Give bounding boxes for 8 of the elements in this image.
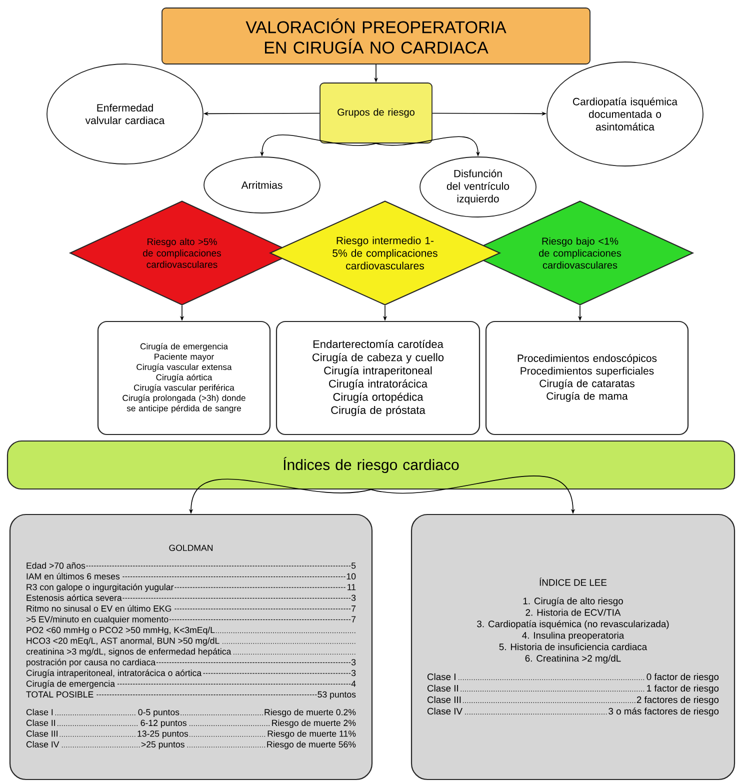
section-banner: Índices de riesgo cardiaco [6, 440, 736, 490]
procedure-box: Endarterectomía carotídea Cirugía de cabeza y cuello Cirugía intraperitoneal Cirugía intratorácica Cirugía ortopédica Cirugía de próstata [276, 320, 480, 436]
title-box: VALORACIÓN PREOPERATORIA EN CIRUGÍA NO CARDIACA [162, 8, 590, 64]
group-box: Grupos de riesgo [320, 82, 432, 144]
index-card: ÍNDICE DE LEE 1. Cirugía de alto riesgo 2. Historia de ECV/TIA 3. Cardiopatía isquémica (no revascularizada) 4. Insulina preoperatoria 5. Historia de insuficiencia cardiaca 6. Creatinina >2 mg/dL Clase I 0 factor de riesgo Clase II 1 factor de riesgo Clase III 2 factores de riesgo Clase IV 3 o más factores de riesgo [410, 514, 736, 780]
procedure-box: Procedimientos endoscópicos Procedimientos superficiales Cirugía de cataratas Cirugía de mama [485, 320, 689, 436]
procedure-box: Cirugía de emergencia Paciente mayor Cirugía vascular extensa Cirugía aórtica Cirugía vascular periférica Cirugía prolongada (>3h) donde se anticipe pérdida de sangre [97, 320, 271, 436]
index-card: GOLDMAN Edad >70 años 5 IAM en últimos 6 meses 10 R3 con galope o ingurgitación yugular 11 Estenosis aórtica severa 3 Ritmo no sinusal o EV en último EKG 7 >5 EV/minuto en cualquier momento 7 PO2 <60 mmHg o PCO2 >50 mmHg, K<3mEq/L HCO3 <20 mEq/L, AST anormal, BUN >50 mg/dL creatinina >3 mg/dL, signos de enfermedad hepática postración por causa no cardiaca 3 Cirugía intraperitoneal, intratorácica o aórtica 3 Cirugía de emergencia 4 TOTAL POSIBLE 53 puntos Clase I 0-5 puntos Riesgo de muerte 0.2% Clase II 6-12 puntos Riesgo de muerte 2% Clase III 13-25 puntos Riesgo de muerte 11% Clase IV >25 puntos Riesgo de muerte 56% [9, 514, 373, 780]
